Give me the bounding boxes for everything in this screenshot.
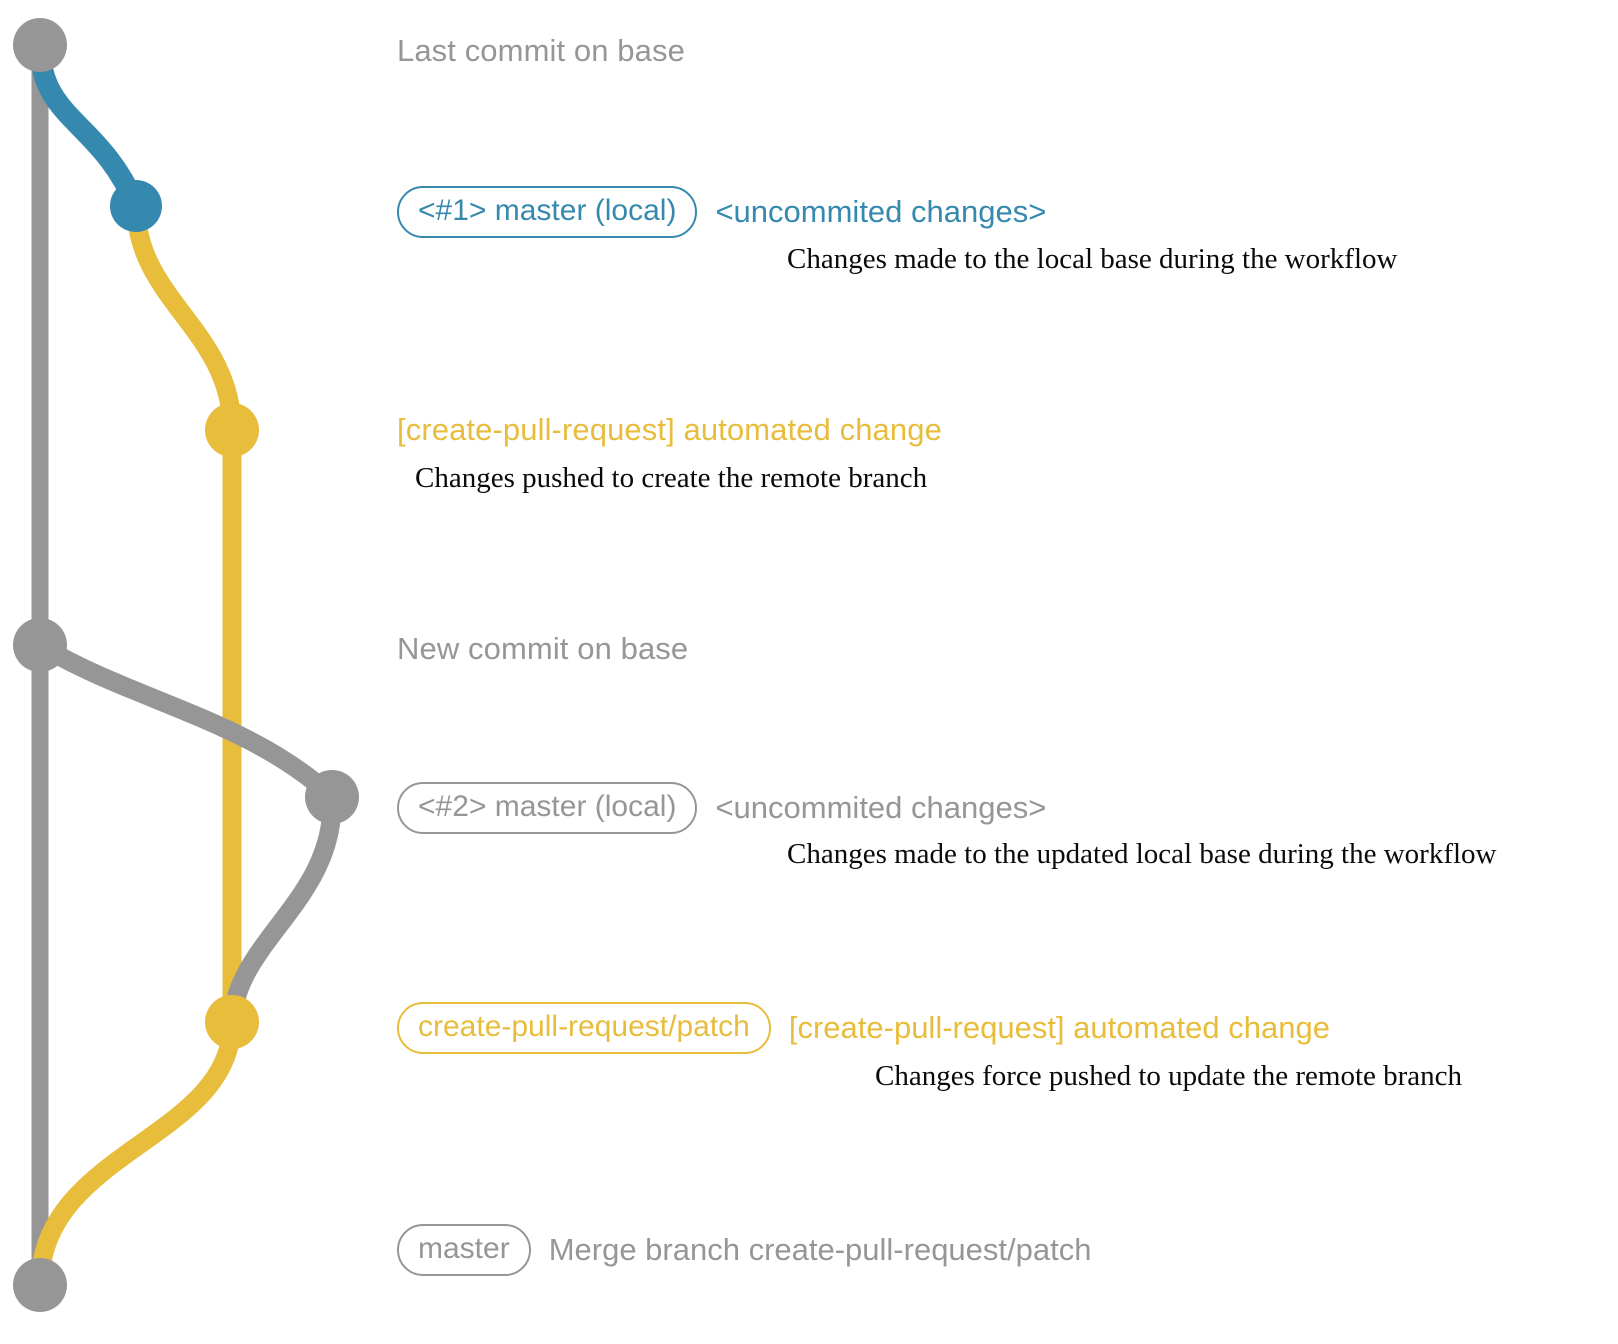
commit-node-local-1[interactable]	[110, 180, 162, 232]
branch-badge-local-2[interactable]: <#2> master (local)	[397, 782, 698, 834]
commit-subject-automated-change-2: [create-pull-request] automated change	[788, 1009, 1330, 1045]
commit-node-base-new[interactable]	[13, 618, 67, 672]
edge-local1-to-patch1	[126, 196, 242, 440]
commit-subject-merge-commit: Merge branch create-pull-request/patch	[548, 1231, 1092, 1267]
row-merge-commit: master Merge branch create-pull-request/…	[397, 1224, 1091, 1276]
commit-description-automated-change-2: Changes force pushed to update the remot…	[875, 1060, 1463, 1092]
row-local-2: <#2> master (local) <uncommited changes>	[397, 782, 1046, 834]
commit-subject-local-1: <uncommited changes>	[715, 193, 1047, 229]
edge-patch2-to-merge	[30, 1012, 242, 1295]
commit-node-local-2[interactable]	[305, 770, 359, 824]
row-automated-change-1: [create-pull-request] automated change	[397, 412, 942, 448]
commit-subject-last-commit-on-base: Last commit on base	[397, 33, 685, 68]
commit-node-base-head[interactable]	[13, 18, 67, 72]
row-new-commit-on-base: New commit on base	[397, 631, 688, 667]
edge-base2-to-local2	[30, 635, 342, 807]
commit-subject-local-2: <uncommited changes>	[715, 789, 1047, 825]
branch-badge-local-1[interactable]: <#1> master (local)	[397, 186, 698, 238]
row-local-1: <#1> master (local) <uncommited changes>	[397, 186, 1046, 238]
row-automated-change-2: create-pull-request/patch [create-pull-r…	[397, 1002, 1330, 1054]
branch-badge-patch[interactable]: create-pull-request/patch	[397, 1002, 771, 1054]
edge-local2-to-patch2	[222, 787, 342, 1032]
commit-description-local-2: Changes made to the updated local base d…	[787, 838, 1497, 870]
branch-badge-master[interactable]: master	[397, 1224, 531, 1276]
commit-node-patch-1[interactable]	[205, 403, 259, 457]
row-last-commit-on-base: Last commit on base	[397, 33, 685, 69]
commit-description-automated-change-1: Changes pushed to create the remote bran…	[415, 462, 928, 494]
commit-subject-new-commit-on-base: New commit on base	[397, 631, 689, 666]
commit-node-merge-head[interactable]	[13, 1258, 67, 1312]
commit-description-local-1: Changes made to the local base during th…	[787, 243, 1398, 275]
commit-node-patch-2[interactable]	[205, 995, 259, 1049]
commit-subject-automated-change-1: [create-pull-request] automated change	[397, 412, 942, 447]
